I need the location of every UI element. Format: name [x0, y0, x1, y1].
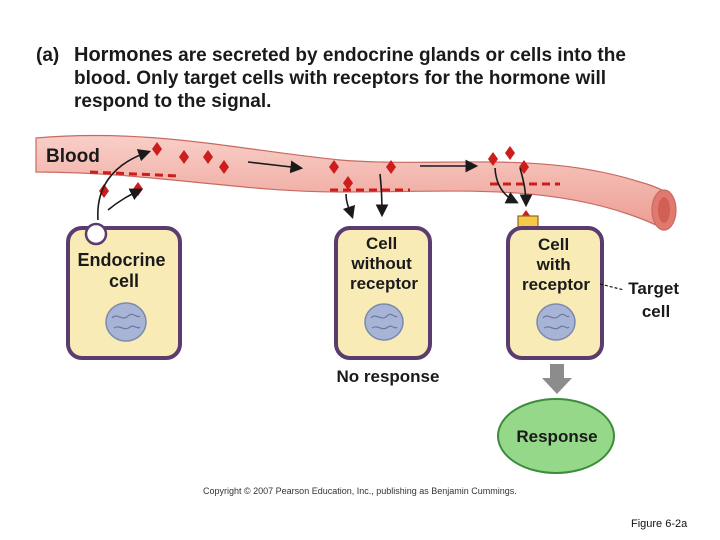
arrow-secretion	[97, 149, 152, 221]
hormone-molecule	[343, 176, 353, 190]
figure-caption: (a) Hormones are secreted by endocrine g…	[36, 44, 676, 113]
hormone-molecule	[179, 150, 189, 164]
flow-arrows	[97, 149, 533, 221]
hormone-molecule	[505, 146, 515, 160]
arrow-to-cell	[342, 193, 356, 220]
blood-label: Blood	[46, 146, 100, 167]
endocrine-cell: Endocrine cell	[66, 222, 182, 360]
vessel-lumen	[658, 197, 670, 223]
cell-without-receptor-label: Cell without receptor	[350, 234, 418, 293]
response-arrow	[542, 364, 572, 394]
caption-body: Hormones are secreted by endocrine gland…	[74, 44, 676, 113]
vessel-wall-dashes	[89, 170, 181, 178]
target-leader-line	[599, 283, 625, 291]
copyright-notice: Copyright © 2007 Pearson Education, Inc.…	[203, 486, 517, 496]
caption-keyword: Hormones	[74, 44, 173, 66]
cell-with-receptor-label: Cell with receptor	[522, 235, 590, 294]
figure-number: Figure 6-2a	[631, 518, 688, 530]
hormone-molecule	[203, 150, 213, 164]
arrow-flow	[247, 160, 304, 174]
target-cell-label: Target cell	[628, 279, 683, 321]
arrow-secretion-2	[107, 188, 143, 211]
response-label: Response	[516, 427, 597, 446]
hormone-molecule	[152, 142, 162, 156]
arrow-to-receptor	[519, 167, 533, 208]
secretory-vesicle	[84, 222, 108, 246]
caption-tag: (a)	[36, 45, 60, 66]
response-oval	[497, 398, 615, 474]
hormone-molecule	[133, 182, 143, 196]
hormone-molecule	[386, 160, 396, 174]
hormone-molecule	[219, 160, 229, 174]
nucleus	[105, 302, 147, 342]
hormone-molecule	[488, 152, 498, 166]
caption-text: are secreted by endocrine glands or cell…	[74, 45, 626, 112]
hormone-molecule	[329, 160, 339, 174]
hormone-molecule	[99, 184, 109, 198]
arrow-to-cell	[375, 173, 389, 218]
arrow-to-receptor	[494, 167, 519, 204]
no-response-label: No response	[337, 367, 440, 386]
nucleus	[364, 303, 404, 341]
endocrine-label: Endocrine cell	[77, 250, 170, 291]
cell-without-receptor: Cell without receptor	[334, 226, 432, 360]
nucleus	[536, 303, 576, 341]
cell-with-receptor: Cell with receptor	[506, 215, 604, 360]
